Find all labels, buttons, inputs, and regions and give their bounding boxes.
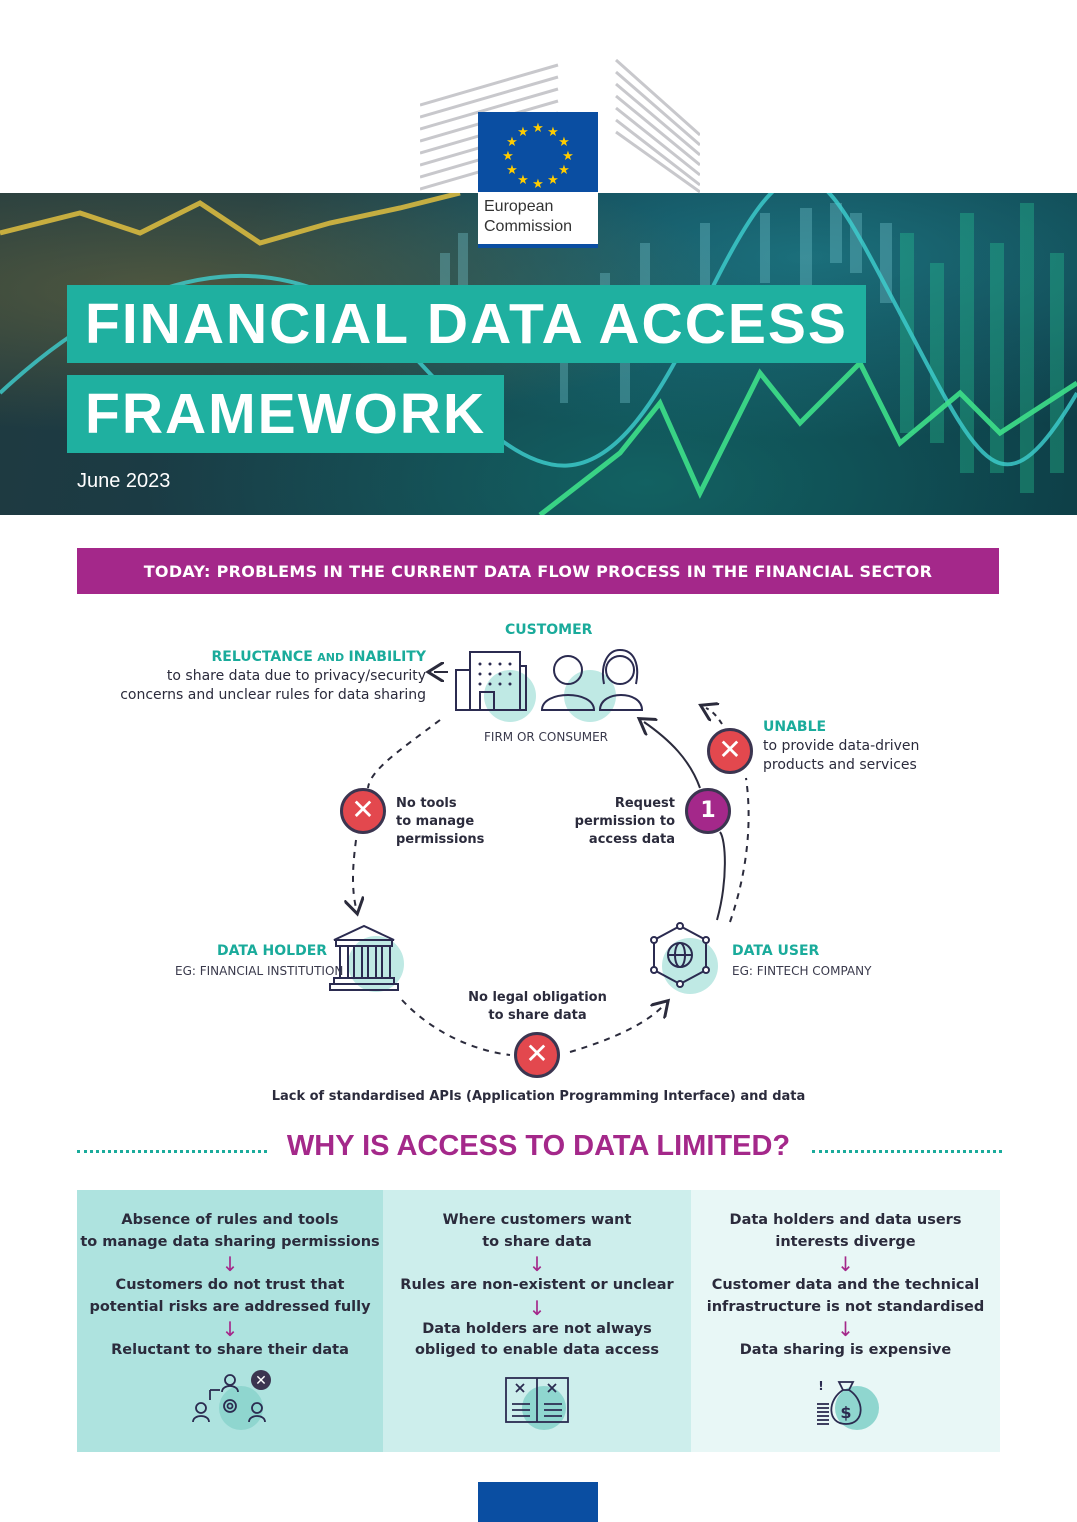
step-1-badge: 1 [685, 788, 731, 834]
customer-title: CUSTOMER [505, 622, 593, 638]
people-network-icon: ✕ [192, 1370, 271, 1430]
svg-text:★: ★ [558, 135, 570, 150]
reason-3-a1: Data holders and data users [729, 1212, 962, 1228]
reluctance-title: RELUCTANCE [211, 649, 313, 665]
reason-2-c1: Data holders are not always [422, 1320, 652, 1337]
reluctance-line-2: concerns and unclear rules for data shar… [120, 687, 426, 703]
svg-text:★: ★ [532, 177, 544, 192]
unable-line-2: products and services [763, 757, 917, 773]
data-holder-title: DATA HOLDER [217, 943, 328, 959]
people-icon [540, 648, 644, 711]
reason-2-c2: obliged to enable data access [414, 1342, 660, 1358]
logo-line-1: European [484, 198, 554, 215]
unable-x-badge: ✕ [707, 728, 753, 774]
svg-text:★: ★ [547, 125, 559, 140]
reason-1-b2: potential risks are addressed fully [89, 1298, 371, 1315]
publication-date: June 2023 [77, 470, 171, 492]
reason-3-b1: Customer data and the technical [711, 1277, 980, 1293]
eu-flag: ★★★ ★★★ ★★★ ★★★ [478, 112, 598, 192]
svg-text:★: ★ [517, 125, 529, 140]
data-user-title: DATA USER [732, 943, 820, 959]
no-tools-x-badge: ✕ [340, 788, 386, 834]
no-tools-line-2: to manage [396, 814, 475, 829]
no-tools-line-1: No tools [396, 796, 457, 811]
reluctance-block: RELUCTANCE AND INABILITY to share data d… [120, 648, 426, 705]
request-line-3: access data [588, 832, 675, 847]
network-globe-icon [650, 922, 718, 994]
unable-block: UNABLE to provide data-driven products a… [763, 718, 919, 775]
svg-text:★: ★ [547, 173, 559, 188]
page-title-line-1: FINANCIAL DATA ACCESS [67, 285, 866, 363]
cycle-arrows [0, 600, 750, 1056]
reason-2-b1: Rules are non-existent or unclear [400, 1277, 674, 1293]
data-holder-subtitle: EG: FINANCIAL INSTITUTION [175, 964, 344, 978]
lack-of-apis-label: Lack of standardised APIs (Application P… [271, 1089, 806, 1104]
svg-text:★: ★ [506, 135, 518, 150]
no-tools-line-3: permissions [396, 832, 485, 847]
problems-banner: TODAY: PROBLEMS IN THE CURRENT DATA FLOW… [77, 548, 999, 594]
svg-text:★: ★ [502, 149, 514, 164]
down-arrow-icon: ↓ [221, 1252, 239, 1276]
why-section-title: WHY IS ACCESS TO DATA LIMITED? [286, 1130, 791, 1162]
request-label: Request permission to access data [560, 795, 675, 849]
reason-1-a2: to manage data sharing permissions [80, 1233, 380, 1250]
reason-3-b2: infrastructure is not standardised [706, 1298, 985, 1315]
svg-text:★: ★ [517, 173, 529, 188]
no-legal-x-badge: ✕ [514, 1032, 560, 1078]
customer-icons [450, 644, 650, 724]
reason-3-c1: Data sharing is expensive [739, 1342, 952, 1358]
inability-title: INABILITY [348, 649, 426, 665]
svg-text:!: ! [818, 1379, 823, 1393]
reluctance-and: AND [317, 651, 345, 664]
svg-text:★: ★ [558, 163, 570, 178]
reason-2-a1: Where customers want [442, 1212, 632, 1228]
svg-text:✕: ✕ [255, 1373, 267, 1389]
unable-line-1: to provide data-driven [763, 738, 920, 754]
reason-column-3: Data holders and data users interests di… [691, 1190, 1000, 1452]
reason-1-c1: Reluctant to share their data [111, 1342, 349, 1358]
no-tools-label: No tools to manage permissions [396, 795, 484, 849]
bank-icon-wrap [328, 922, 408, 994]
down-arrow-icon: ↓ [221, 1317, 239, 1341]
footer-eu-bar [478, 1482, 598, 1522]
svg-text:★: ★ [562, 149, 574, 164]
reason-column-1: Absence of rules and tools to manage dat… [77, 1190, 383, 1452]
reason-1-a1: Absence of rules and tools [121, 1212, 339, 1228]
page-title-line-2: FRAMEWORK [67, 375, 505, 453]
network-globe-icon-wrap [648, 922, 728, 998]
open-book-icon [505, 1377, 569, 1430]
commission-logo-text: European Commission [478, 192, 598, 248]
money-bag-icon: $ ! [816, 1379, 879, 1430]
svg-text:★: ★ [506, 163, 518, 178]
financial-chart-background [0, 193, 1077, 515]
request-line-1: Request [614, 796, 675, 811]
no-legal-label: No legal obligation to share data [430, 989, 645, 1025]
bank-icon [329, 924, 404, 992]
reason-2-a2: to share data [482, 1233, 592, 1250]
dotted-divider-left [77, 1150, 267, 1154]
reason-3-a2: interests diverge [775, 1233, 916, 1250]
customer-subtitle: FIRM OR CONSUMER [484, 730, 609, 744]
reluctance-line-1: to share data due to privacy/security [166, 668, 426, 684]
down-arrow-icon: ↓ [837, 1317, 854, 1341]
data-user-subtitle: EG: FINTECH COMPANY [732, 964, 872, 978]
no-legal-line-2: to share data [488, 1008, 587, 1023]
reason-1-b1: Customers do not trust that [115, 1277, 345, 1293]
unable-title: UNABLE [763, 719, 827, 735]
down-arrow-icon: ↓ [528, 1252, 546, 1276]
logo-line-2: Commission [484, 218, 573, 235]
svg-text:★: ★ [532, 121, 544, 136]
down-arrow-icon: ↓ [837, 1252, 854, 1276]
no-legal-line-1: No legal obligation [468, 990, 607, 1005]
dotted-divider-right [812, 1150, 1002, 1154]
data-flow-diagram: CUSTOMER FIRM OR CONSUMER RELUCTA [0, 600, 1077, 1120]
request-line-2: permission to [574, 814, 675, 829]
reason-column-2: Where customers want to share data ↓ Rul… [383, 1190, 691, 1452]
eu-stars-icon: ★★★ ★★★ ★★★ ★★★ [502, 121, 574, 192]
down-arrow-icon: ↓ [528, 1295, 546, 1320]
svg-text:$: $ [840, 1403, 851, 1422]
